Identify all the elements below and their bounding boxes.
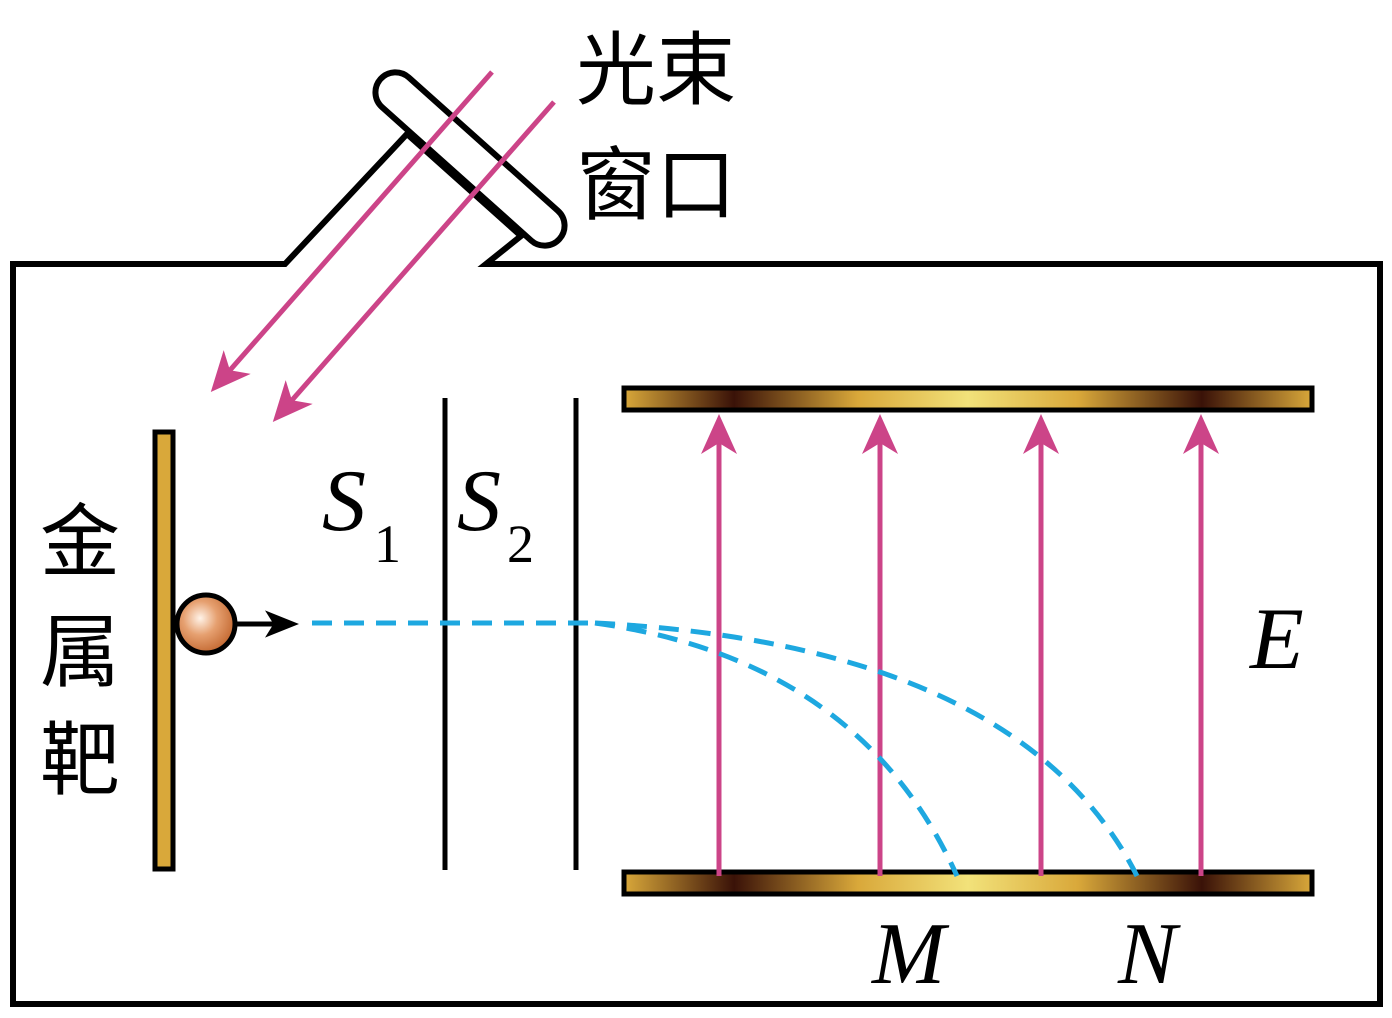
target-label-char1: 金 [40, 496, 120, 589]
metal-target [152, 429, 176, 872]
point-label-n: N [1117, 906, 1181, 1003]
electron-icon [174, 592, 238, 656]
s1-subscript: 1 [374, 514, 401, 574]
trajectory-to-n [594, 620, 1140, 878]
field-label-e: E [1248, 591, 1304, 688]
window-label-line2: 窗口 [576, 139, 736, 232]
s1-label: S [322, 453, 366, 550]
trajectory-to-m [594, 620, 960, 878]
point-label-m: M [870, 906, 950, 1003]
upper-plate [621, 385, 1315, 413]
window-label-line1: 光束 [576, 24, 736, 117]
window-cap [372, 69, 568, 249]
s2-subscript: 2 [507, 514, 534, 574]
target-label-char3: 靶 [40, 714, 120, 807]
lower-plate [621, 869, 1315, 897]
light-ray-2 [272, 100, 556, 423]
chamber-outline [10, 129, 1383, 1007]
target-label-char2: 属 [40, 606, 120, 699]
light-ray-1 [210, 70, 494, 393]
s2-label: S [457, 453, 501, 550]
